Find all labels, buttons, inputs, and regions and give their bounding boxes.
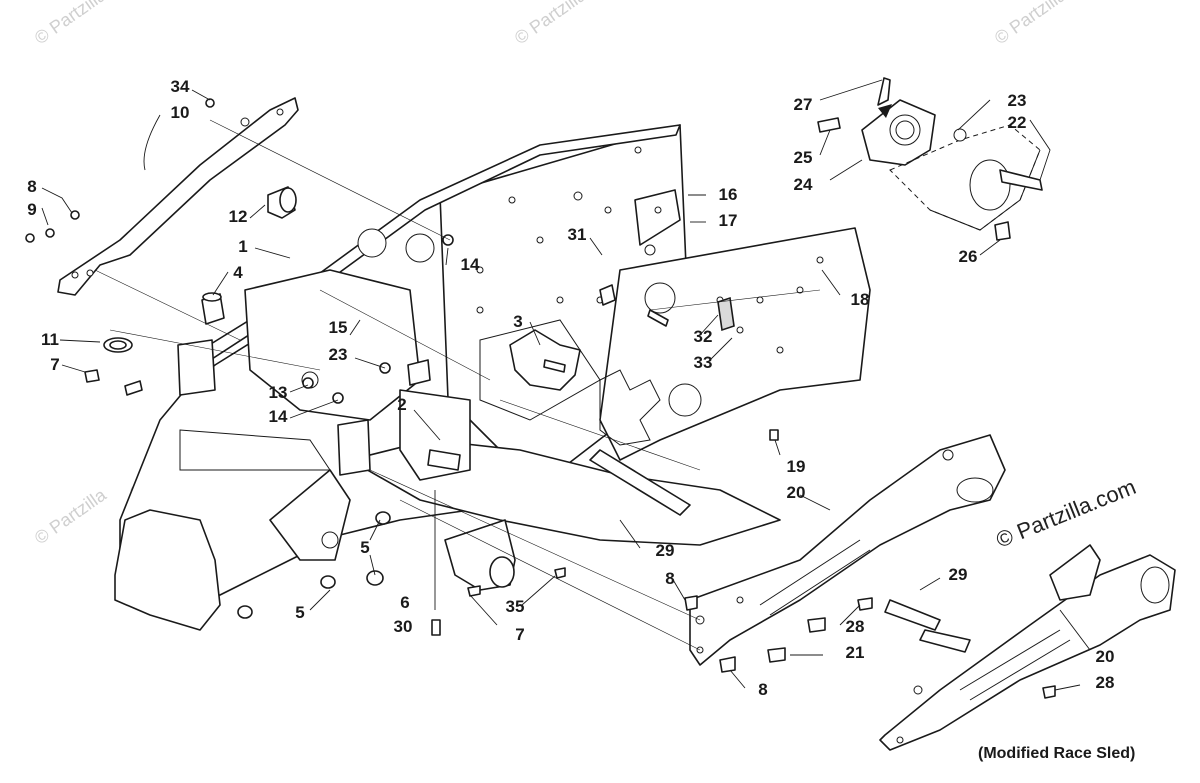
small-hardware: [25, 98, 1056, 699]
partzilla-watermark: © Partzilla.com: [993, 474, 1140, 553]
callout-8: 8: [665, 569, 674, 588]
callout-6: 6: [400, 593, 409, 612]
callout-16: 16: [719, 185, 738, 204]
part-7-bolt: [84, 369, 143, 396]
part-29-shafts: [589, 449, 971, 653]
callout-1: 1: [238, 237, 247, 256]
callout-24: 24: [794, 175, 813, 194]
callout-8: 8: [758, 680, 767, 699]
part-20-slide-rail: [689, 434, 1006, 666]
construction-lines: [94, 119, 821, 651]
callout-20: 20: [787, 483, 806, 502]
callout-27: 27: [794, 95, 813, 114]
callout-13: 13: [269, 383, 288, 402]
callout-2: 2: [397, 395, 406, 414]
callout-18: 18: [851, 290, 870, 309]
callout-28: 28: [1096, 673, 1115, 692]
part-32-rubber-pad: [717, 296, 735, 332]
callout-labels: 34 10 8 9 12 1 4 11 7 15 23 13 14 14 2 3…: [27, 77, 1114, 699]
callout-26: 26: [959, 247, 978, 266]
callout-22: 22: [1008, 113, 1027, 132]
callout-20: 20: [1096, 647, 1115, 666]
callout-35: 35: [506, 597, 525, 616]
callout-12: 12: [229, 207, 248, 226]
callout-28: 28: [846, 617, 865, 636]
part-11-clamp: [103, 337, 133, 353]
callout-19: 19: [787, 457, 806, 476]
callout-30: 30: [394, 617, 413, 636]
callout-4: 4: [233, 263, 243, 282]
callout-5: 5: [295, 603, 304, 622]
watermark-text: © Partzilla: [511, 0, 591, 48]
watermark-text: © Partzilla: [31, 0, 111, 48]
callout-32: 32: [694, 327, 713, 346]
callout-15: 15: [329, 318, 348, 337]
part-4-bushing: [201, 292, 225, 325]
leader-lines: [41, 79, 1091, 691]
callout-25: 25: [794, 148, 813, 167]
callout-21: 21: [846, 643, 865, 662]
watermark-text: © Partzilla: [31, 484, 111, 548]
callout-14: 14: [461, 255, 480, 274]
callout-10: 10: [171, 103, 190, 122]
chassis-frame: [114, 124, 871, 631]
callout-14: 14: [269, 407, 288, 426]
part-12-bumper: [267, 186, 297, 219]
callout-31: 31: [568, 225, 587, 244]
callout-7: 7: [50, 355, 59, 374]
part-10-top-rail: [57, 97, 299, 296]
callout-33: 33: [694, 353, 713, 372]
watermark-text: © Partzilla: [991, 0, 1071, 48]
callout-23: 23: [329, 345, 348, 364]
callout-29: 29: [656, 541, 675, 560]
part-20-race-slide-rail: [879, 544, 1176, 751]
engine-mount-assembly: [817, 77, 1043, 241]
callout-34: 34: [171, 77, 190, 96]
callout-11: 11: [41, 330, 59, 349]
callout-17: 17: [719, 211, 738, 230]
callout-29: 29: [949, 565, 968, 584]
callout-3: 3: [513, 312, 522, 331]
callout-8: 8: [27, 177, 36, 196]
callout-5: 5: [360, 538, 369, 557]
modified-race-sled-note: (Modified Race Sled): [978, 745, 1135, 762]
callout-9: 9: [27, 200, 36, 219]
callout-7: 7: [515, 625, 524, 644]
callout-23: 23: [1008, 91, 1027, 110]
